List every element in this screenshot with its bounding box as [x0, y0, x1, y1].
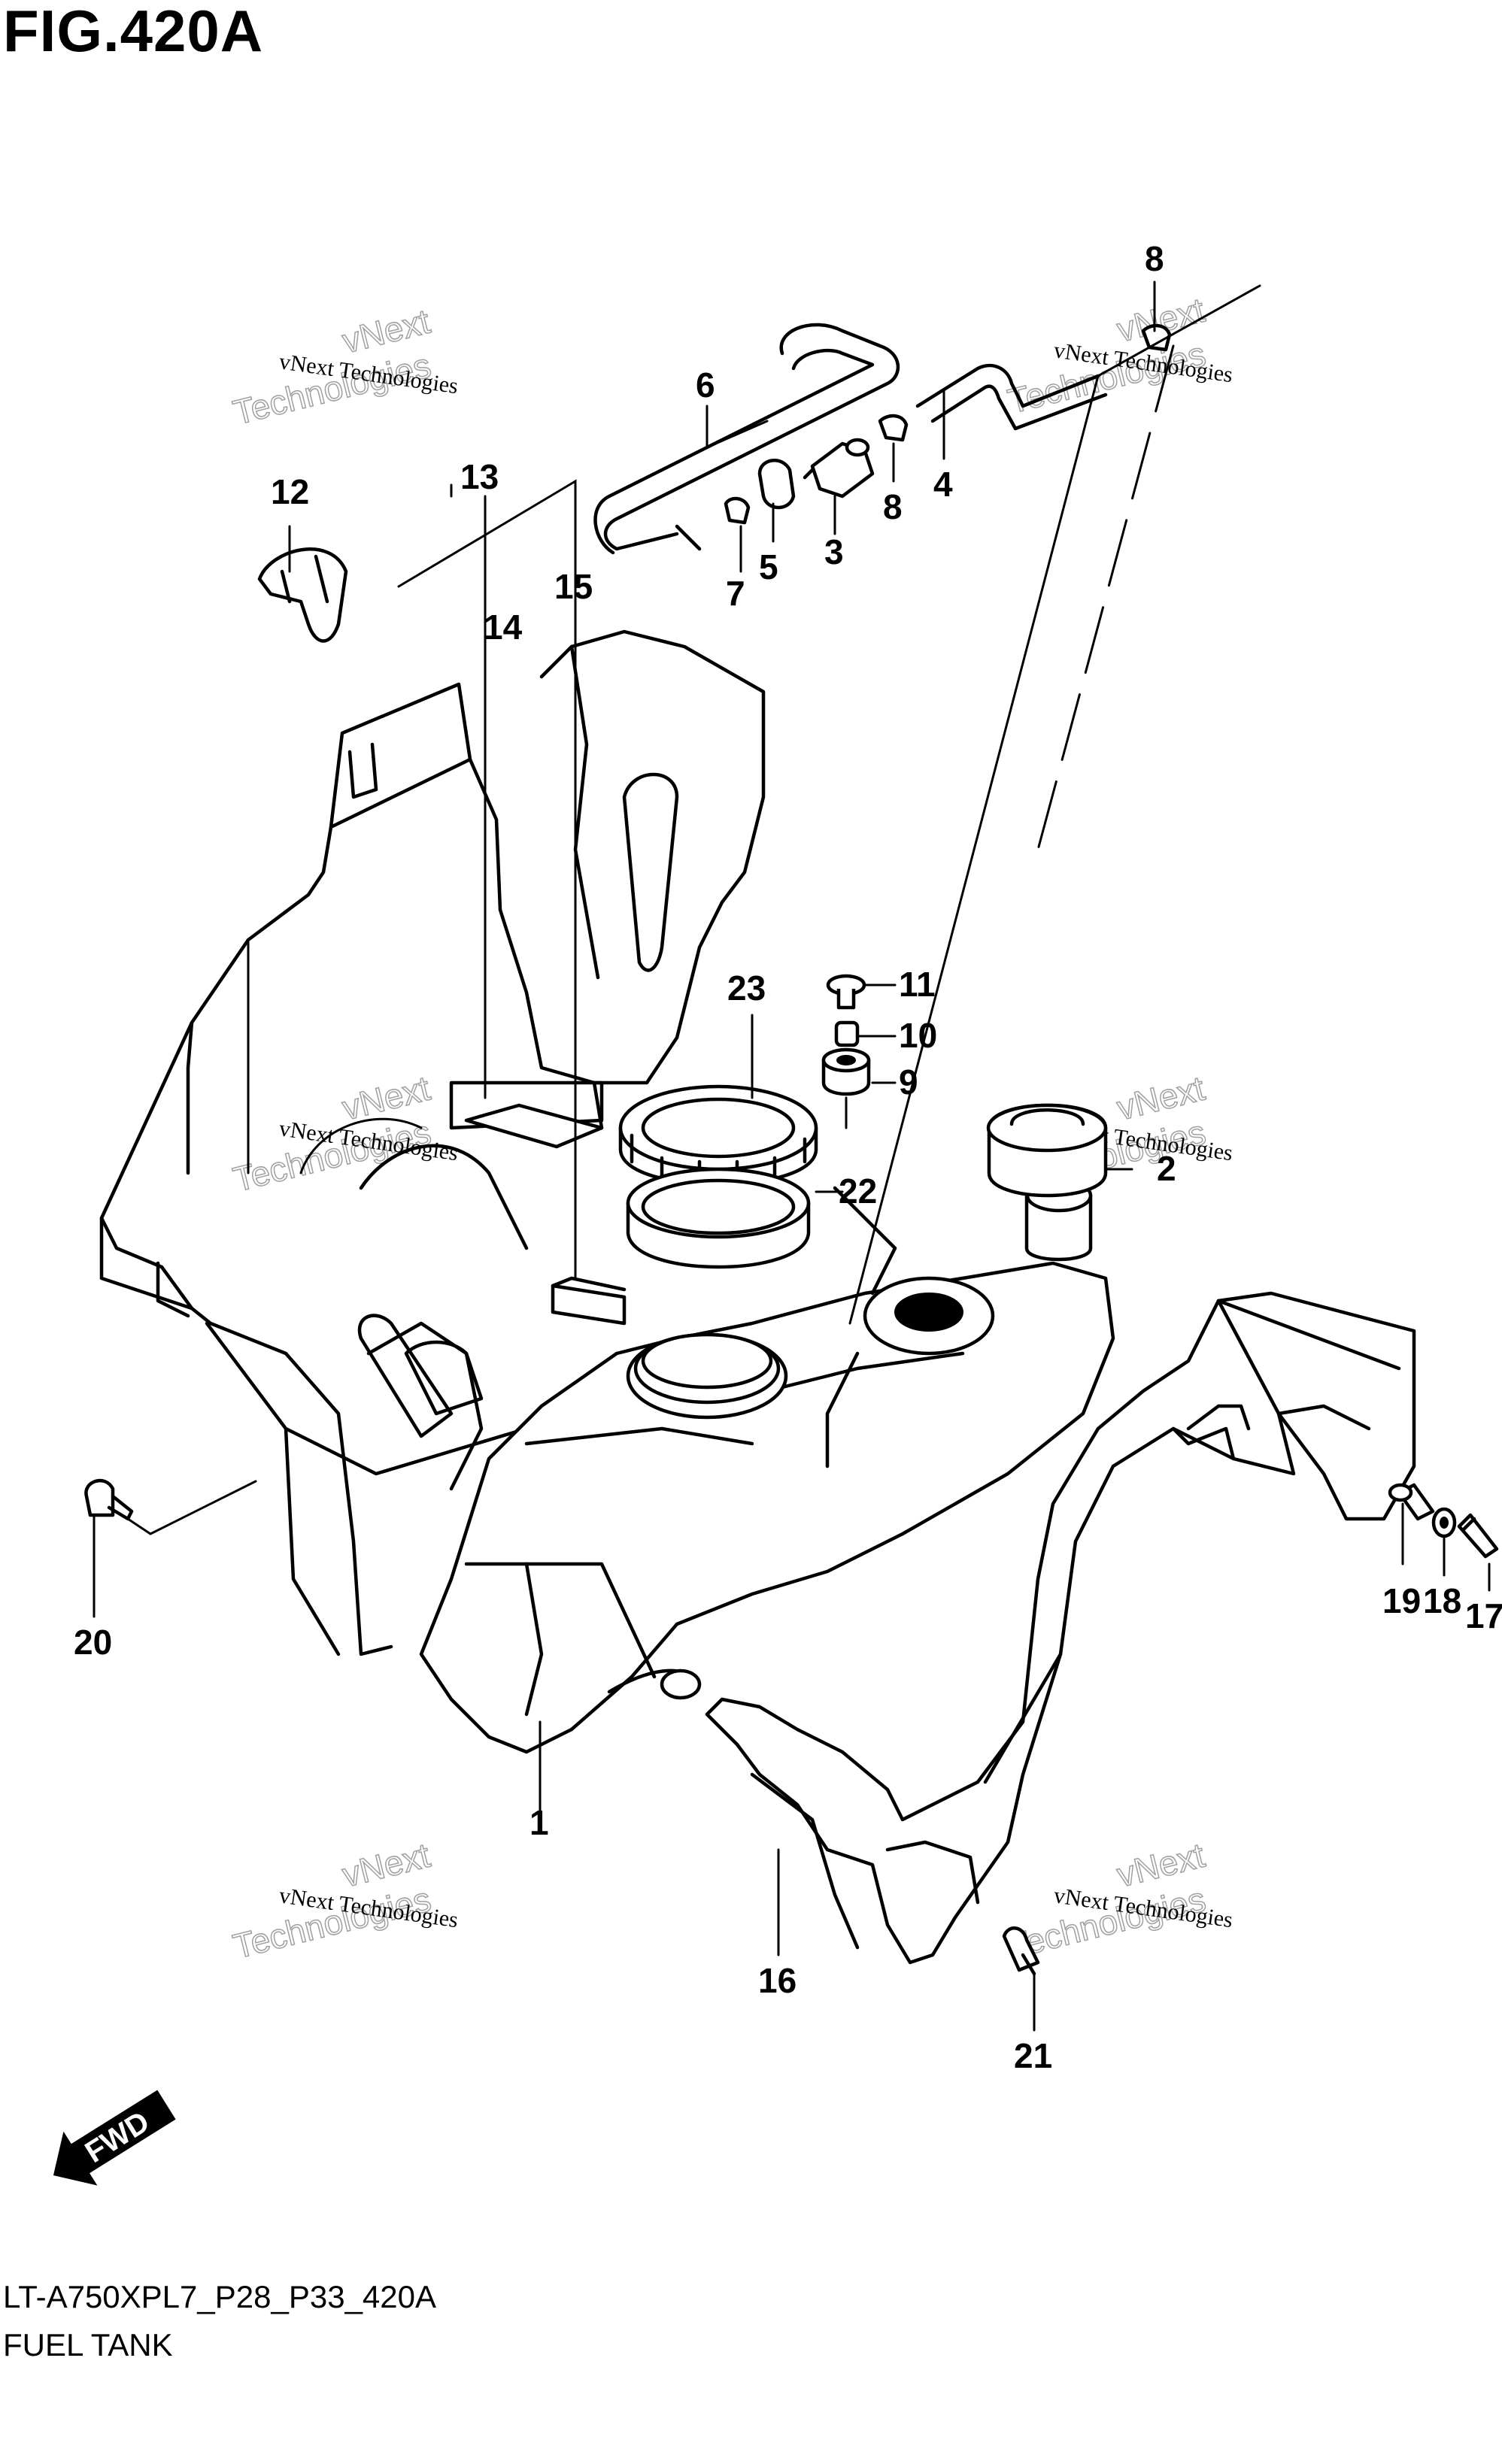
callout-14: 14 [484, 608, 523, 647]
callout-20: 20 [74, 1623, 112, 1662]
tank-strap [257, 547, 348, 643]
callout-19: 19 [1382, 1581, 1421, 1620]
fuel-pump-ring [618, 1084, 818, 1189]
diagram-code: LT-A750XPL7_P28_P33_420A [3, 2279, 437, 2314]
callout-21: 21 [1014, 2036, 1052, 2075]
callout-23: 23 [727, 968, 766, 1008]
callout-8-upper: 8 [1145, 239, 1164, 278]
collar-19 [1388, 1483, 1435, 1521]
pump-gasket [626, 1167, 811, 1269]
clamp-8-lower [878, 414, 909, 442]
washer-18 [1431, 1507, 1457, 1538]
callout-22: 22 [839, 1171, 877, 1211]
callout-17: 17 [1465, 1596, 1502, 1635]
clip-21 [1002, 1926, 1040, 1976]
clamp-5 [757, 459, 796, 510]
callout-5: 5 [759, 547, 778, 586]
callout-13: 13 [460, 457, 499, 496]
callout-11: 11 [899, 965, 936, 1004]
callout-15: 15 [554, 567, 593, 606]
fitting-3 [803, 438, 875, 499]
side-cover [705, 1291, 1416, 1965]
diagram-name: FUEL TANK [3, 2327, 173, 2362]
callout-12: 12 [271, 472, 309, 511]
callout-1: 1 [529, 1803, 549, 1842]
under-tray [99, 629, 766, 1656]
callout-2: 2 [1157, 1149, 1176, 1188]
fwd-arrow-icon: FWD [53, 2090, 176, 2186]
callout-16: 16 [758, 1961, 797, 2000]
callout-3: 3 [824, 532, 844, 571]
callout-10: 10 [899, 1016, 937, 1055]
valve-stack [821, 974, 871, 1129]
breather-hose-6 [593, 323, 900, 555]
callout-6: 6 [696, 365, 715, 405]
fuel-cap [986, 1103, 1108, 1198]
fuel-tank [419, 1178, 1115, 1754]
figure-title: FIG.420A [3, 0, 264, 64]
breather-hose-4 [915, 363, 1108, 431]
leader-lines [93, 280, 1491, 2032]
bolt-17 [1457, 1513, 1499, 1559]
callout-labels: 1 2 3 4 5 6 7 8 8 9 10 11 12 13 14 15 16… [74, 239, 1502, 2075]
clamp-7 [724, 496, 751, 525]
callout-18: 18 [1423, 1581, 1461, 1620]
callout-4: 4 [933, 465, 953, 504]
callout-7: 7 [726, 574, 745, 613]
clamp-8-upper [1141, 323, 1172, 352]
pad-parts [464, 1103, 627, 1326]
bolt-20 [84, 1479, 134, 1521]
callout-8-lower: 8 [883, 487, 903, 526]
callout-9: 9 [899, 1062, 918, 1102]
